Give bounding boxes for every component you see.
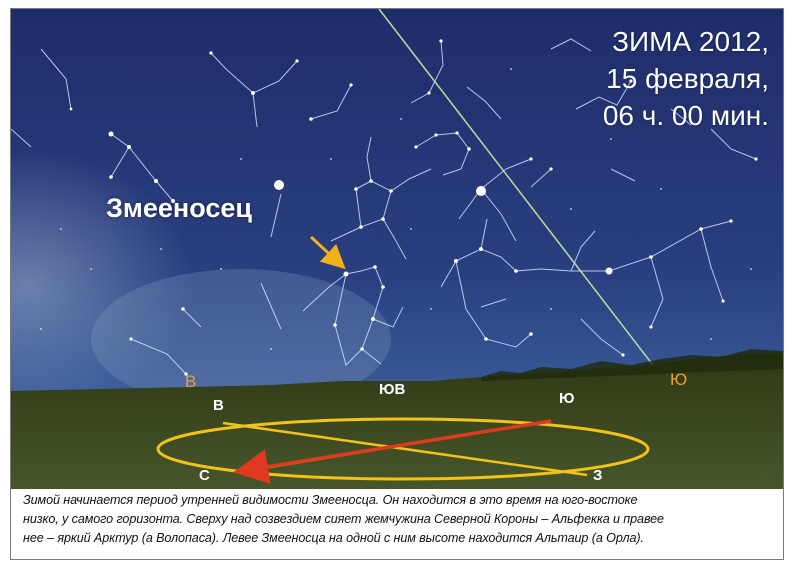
caption-line-3: нее – яркий Арктур (а Волопаса). Левее З…: [23, 531, 644, 545]
milky-way-glow: [91, 269, 391, 409]
title-line-1: ЗИМА 2012,: [612, 26, 769, 57]
date-title: ЗИМА 2012, 15 февраля, 06 ч. 00 мин.: [603, 23, 769, 134]
horizon-southeast-label: ЮВ: [379, 381, 406, 398]
compass-north-label: С: [199, 467, 210, 484]
caption-line-2: низко, у самого горизонта. Сверху над со…: [23, 512, 664, 526]
direction-arrow: [233, 419, 552, 484]
figure-caption: Зимой начинается период утренней видимос…: [23, 491, 775, 548]
sky-map: [11, 9, 783, 489]
caption-line-1: Зимой начинается период утренней видимос…: [23, 493, 638, 507]
stars: [69, 39, 758, 376]
constellation-label: Змееносец: [106, 193, 252, 223]
east-west-line: [222, 421, 588, 477]
treeline: [481, 349, 783, 381]
horizon-ellipse: [156, 417, 650, 481]
faint-stars: [40, 68, 752, 350]
horizon-south-label: Ю: [670, 370, 688, 389]
pointer-arrow: [309, 235, 346, 270]
compass-east-label: В: [213, 397, 224, 414]
compass-south-label: Ю: [559, 390, 575, 407]
title-line-3: 06 ч. 00 мин.: [602, 100, 769, 131]
horizon-east-label: В: [185, 372, 197, 391]
ecliptic-line: [378, 9, 660, 374]
sky-scene: ЗИМА 2012, 15 февраля, 06 ч. 00 мин. Зме…: [11, 9, 783, 489]
figure-frame: ЗИМА 2012, 15 февраля, 06 ч. 00 мин. Зме…: [10, 8, 784, 560]
title-line-2: 15 февраля,: [606, 63, 769, 94]
ground: [11, 353, 783, 489]
compass-west-label: З: [593, 467, 603, 484]
